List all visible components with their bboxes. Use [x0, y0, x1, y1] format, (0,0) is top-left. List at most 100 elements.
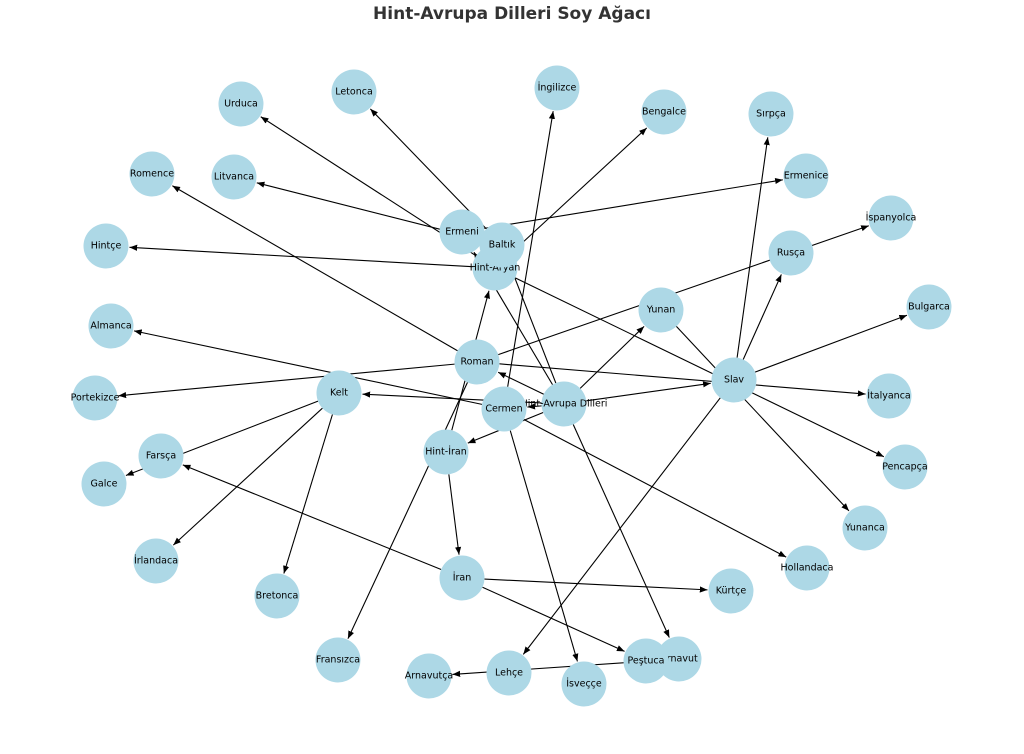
nodes-layer: Hint-Avrupa DilleriHint-İranHint-Aryanİr… — [71, 65, 952, 707]
node-ermeni: Ermeni — [439, 209, 485, 255]
node-i-svecce: İsveççe — [561, 661, 607, 707]
edge-yunan-to-yunanca — [675, 326, 850, 512]
node-letonca: Letonca — [331, 69, 377, 115]
node-circle — [623, 638, 669, 684]
node-i-spanyolca: İspanyolca — [866, 195, 916, 241]
edge-cermen-to-i-svecce — [509, 430, 579, 662]
node-circle — [218, 81, 264, 127]
edge-arrow — [484, 578, 708, 593]
edge-roman-to-portekizce — [118, 363, 455, 399]
edge-arrow — [675, 326, 850, 512]
node-circle — [331, 69, 377, 115]
edge-i-ran-to-farsca — [182, 464, 442, 571]
node-bulgarca: Bulgarca — [906, 284, 952, 330]
edge-arrow — [572, 424, 670, 638]
node-label: Cermen — [485, 404, 522, 415]
edge-slav-to-bulgarca — [754, 314, 908, 373]
node-circle — [748, 91, 794, 137]
edge-arrow — [172, 407, 323, 546]
node-circle — [72, 375, 118, 421]
node-label: Romence — [130, 169, 174, 180]
edge-arrow — [283, 414, 333, 574]
edge-baltik-to-letonca — [369, 108, 487, 230]
node-label: Letonca — [335, 87, 373, 98]
edge-arrow — [736, 137, 770, 358]
node-arnavut: Arnavut — [656, 636, 702, 682]
node-label: Hint-İran — [425, 447, 467, 458]
node-yunanca: Yunanca — [842, 505, 888, 551]
node-label: Ermenice — [784, 171, 829, 182]
node-i-talyanca: İtalyanca — [866, 373, 912, 419]
node-roman: Roman — [454, 339, 500, 385]
node-label: Hollandaca — [781, 563, 834, 574]
node-label: Hint-Avrupa Dilleri — [521, 399, 608, 410]
node-circle — [486, 650, 532, 696]
edge-kelt-to-i-rlandaca — [172, 407, 323, 546]
node-label: Peştuca — [628, 656, 665, 667]
edge-slav-to-lehce — [522, 397, 721, 655]
node-label: Yunanca — [844, 523, 885, 534]
edge-hint-aryan-to-pencapca — [515, 277, 885, 458]
edge-arrow — [452, 659, 657, 677]
node-circle — [439, 209, 485, 255]
edge-arrow — [484, 177, 783, 229]
node-hintce: Hintçe — [83, 223, 129, 269]
node-fransizca: Fransızca — [315, 637, 361, 683]
node-galce: Galce — [81, 461, 127, 507]
edge-i-ran-to-kurtce — [484, 578, 708, 593]
edge-arrow — [507, 111, 555, 387]
node-circle — [641, 89, 687, 135]
node-almanca: Almanca — [88, 303, 134, 349]
diagram-title: Hint-Avrupa Dilleri Soy Ağacı — [373, 4, 651, 24]
node-label: Bengalce — [642, 107, 686, 118]
node-circle — [481, 386, 527, 432]
node-slav: Slav — [711, 357, 757, 403]
node-circle — [882, 444, 928, 490]
edge-arrow — [497, 371, 544, 395]
node-label: Bretonca — [256, 591, 299, 602]
node-label: Galce — [91, 479, 118, 490]
edge-cermen-to-i-ngilizce — [507, 111, 555, 387]
edge-arrow — [369, 108, 487, 230]
edge-arrow — [347, 382, 468, 639]
node-bretonca: Bretonca — [254, 573, 300, 619]
edge-hint-avrupa-dilleri-to-baltik — [510, 266, 557, 384]
node-label: Yunan — [646, 305, 676, 316]
node-label: Urduca — [224, 99, 258, 110]
node-label: Farsça — [146, 451, 176, 462]
edge-roman-to-i-talyanca — [499, 363, 866, 397]
edge-roman-to-i-spanyolca — [498, 225, 869, 356]
node-circle — [656, 636, 702, 682]
node-circle — [534, 65, 580, 111]
edge-roman-to-fransizca — [347, 382, 468, 639]
edge-hint-avrupa-dilleri-to-cermen — [527, 403, 542, 410]
node-baltik: Baltık — [479, 222, 525, 268]
node-hollandaca: Hollandaca — [781, 545, 834, 591]
edge-arrow — [754, 314, 908, 373]
edge-arrow — [498, 225, 869, 356]
node-circle — [138, 433, 184, 479]
edge-arrow — [586, 381, 711, 402]
edge-hint-avrupa-dilleri-to-slav — [586, 381, 711, 402]
node-circle — [316, 370, 362, 416]
node-label: Bulgarca — [908, 302, 950, 313]
node-urduca: Urduca — [218, 81, 264, 127]
node-label: Kelt — [330, 388, 348, 399]
edge-arrow — [742, 274, 782, 360]
edge-ermeni-to-ermenice — [484, 177, 783, 229]
node-label: Litvanca — [214, 172, 254, 183]
node-circle — [866, 373, 912, 419]
edge-arrow — [515, 277, 885, 458]
node-rusca: Rusça — [768, 230, 814, 276]
edge-hint-i-ran-to-i-ran — [448, 474, 462, 555]
node-hint-i-ran: Hint-İran — [423, 429, 469, 475]
edge-arrow — [448, 474, 462, 555]
node-litvanca: Litvanca — [211, 154, 257, 200]
edge-arrow — [523, 418, 787, 558]
edge-slav-to-rusca — [742, 274, 782, 360]
edge-arrow — [482, 586, 625, 652]
node-circle — [254, 573, 300, 619]
node-circle — [784, 545, 830, 591]
node-circle — [868, 195, 914, 241]
node-arnavutca: Arnavutça — [405, 653, 453, 699]
